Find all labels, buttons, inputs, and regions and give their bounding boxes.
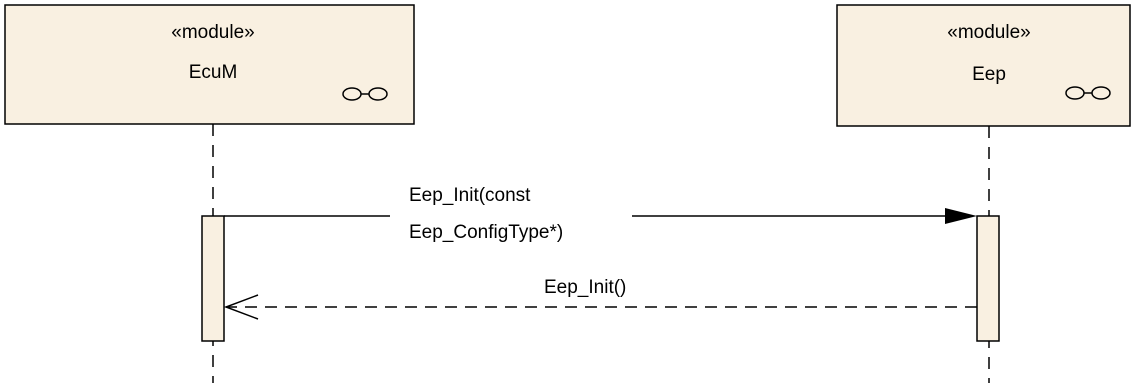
lifeline-box-ecum: [4, 4, 415, 125]
eep-name: Eep: [972, 64, 1006, 85]
message-return-eep-init: Eep_Init(): [223, 277, 977, 320]
activation-bar-ecum: [201, 215, 225, 342]
lifeline-eep: «module» Eep: [836, 4, 1131, 127]
return-label: Eep_Init(): [544, 277, 626, 298]
ecum-stereotype: «module»: [171, 22, 254, 43]
lifeline-box-eep: [836, 4, 1131, 127]
lifeline-ecum: «module» EcuM: [4, 4, 415, 125]
component-icon: [1065, 86, 1111, 100]
call-label-line1: Eep_Init(const: [409, 185, 531, 206]
eep-stereotype: «module»: [947, 22, 1030, 43]
ecum-name: EcuM: [189, 62, 238, 83]
component-icon: [342, 87, 388, 101]
open-arrowhead-icon: [223, 294, 259, 320]
message-call-eep-init: Eep_Init(const Eep_ConfigType*): [224, 180, 977, 243]
filled-arrowhead-icon: [945, 208, 977, 224]
call-label-background: [390, 180, 632, 242]
activation-bar-eep: [976, 215, 1000, 342]
call-label-line2: Eep_ConfigType*): [409, 222, 563, 243]
